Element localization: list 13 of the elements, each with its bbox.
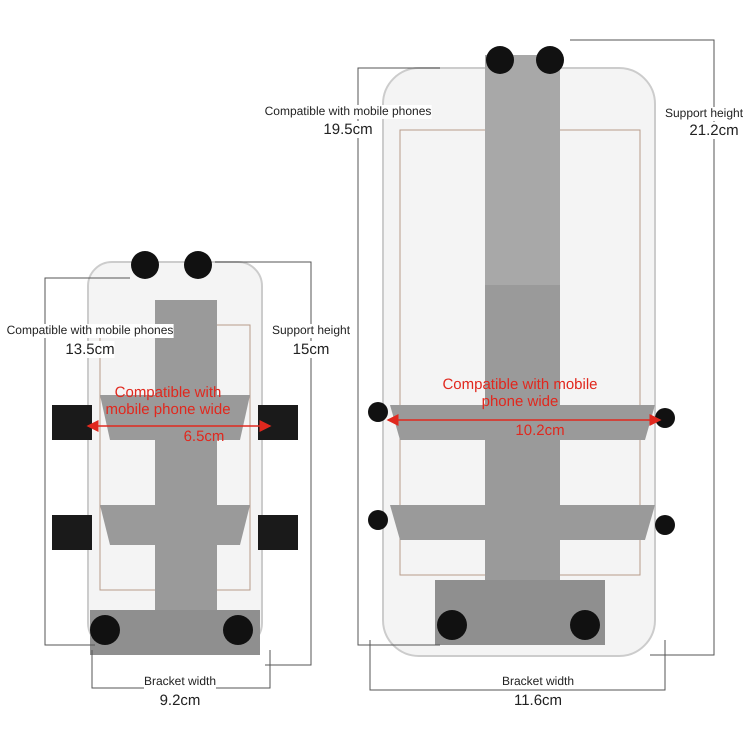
dimension-label: 10.2cm bbox=[515, 422, 565, 440]
dimension-label: Bracket width bbox=[144, 675, 216, 689]
dimension-label: Compatible with mobile phones bbox=[6, 324, 174, 338]
dimension-label: Support height bbox=[272, 324, 350, 338]
dimension-label: 15cm bbox=[292, 341, 330, 358]
dimension-label: 21.2cm bbox=[689, 122, 739, 140]
dimension-label: Compatible with mobile phones bbox=[264, 105, 432, 119]
dimension-label: 6.5cm bbox=[184, 428, 224, 446]
dimension-label: Support height bbox=[664, 107, 744, 121]
dimension-label: Compatible with mobile phone wide bbox=[104, 384, 232, 418]
dimension-label: Compatible with mobile phone wide bbox=[441, 376, 599, 410]
dimension-label: 13.5cm bbox=[65, 341, 115, 358]
dimension-label: 19.5cm bbox=[323, 121, 373, 138]
